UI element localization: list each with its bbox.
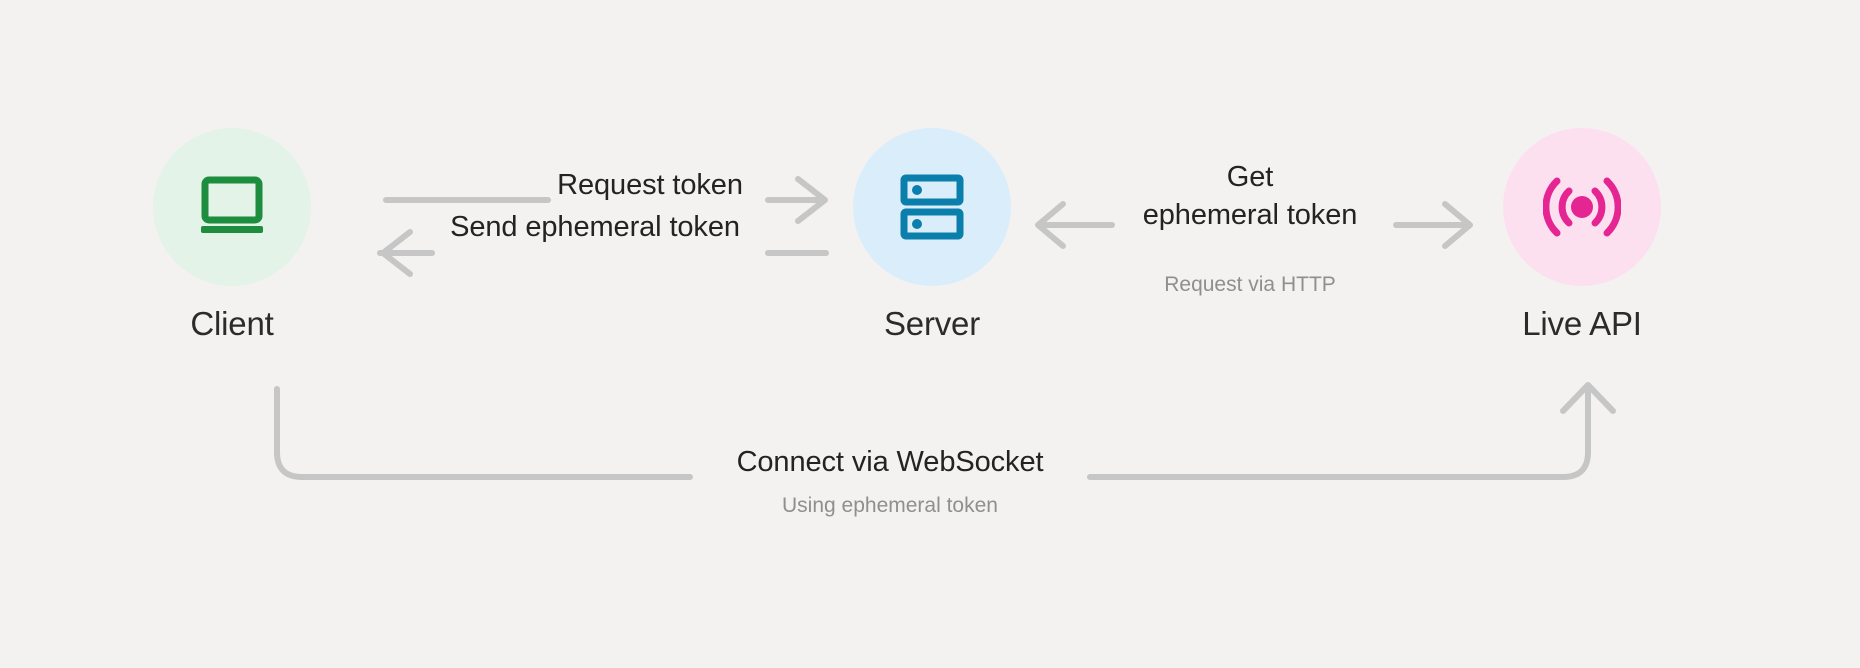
node-live-api-label: Live API: [1522, 305, 1642, 342]
get-token-right-arrowhead-icon: [1442, 201, 1473, 249]
send-token-arrowhead-icon: [380, 229, 413, 277]
laptop-icon: [201, 176, 263, 233]
websocket-path-left: [274, 386, 693, 480]
edge-sublabel-request-via-http: Request via HTTP: [1164, 273, 1336, 296]
broadcast-icon: [1543, 177, 1621, 237]
edge-label-request-token: Request token: [557, 169, 743, 201]
server-icon: [900, 174, 964, 240]
node-server-label: Server: [884, 305, 980, 342]
get-token-left-arrowhead-icon: [1035, 201, 1066, 249]
node-client[interactable]: Client: [132, 128, 332, 344]
edge-label-connect-via-websocket: Connect via WebSocket: [736, 446, 1044, 478]
node-client-label: Client: [190, 305, 274, 342]
node-live-api[interactable]: Live API: [1482, 128, 1682, 344]
request-token-arrowhead-icon: [795, 176, 828, 224]
edge-sublabel-using-ephemeral-token: Using ephemeral token: [782, 494, 998, 517]
websocket-path-right: [1087, 384, 1591, 480]
edge-label-get-ephemeral-token: Get ephemeral token: [1142, 161, 1358, 231]
edge-label-send-ephemeral-token: Send ephemeral token: [450, 211, 740, 243]
websocket-arrowhead-icon: [1560, 382, 1616, 414]
node-server[interactable]: Server: [832, 128, 1032, 344]
node-live-api-bubble: [1503, 128, 1661, 286]
node-server-bubble: [853, 128, 1011, 286]
node-client-bubble: [153, 128, 311, 286]
